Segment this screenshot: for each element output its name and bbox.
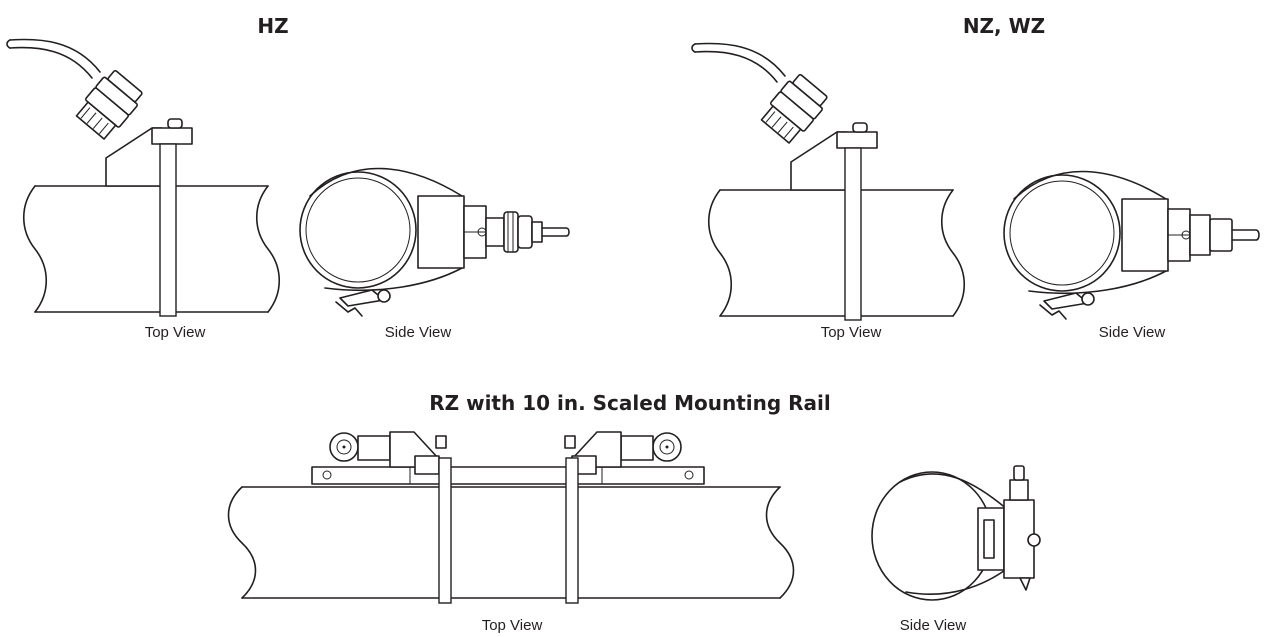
heading-nz-wz: NZ, WZ bbox=[963, 14, 1045, 38]
nz-wz-side-view-drawing bbox=[1003, 170, 1260, 320]
rz-side-view-drawing bbox=[871, 465, 1041, 601]
rz-top-view-drawing bbox=[227, 431, 795, 604]
hz-side-view-drawing bbox=[299, 167, 570, 317]
caption-nz-side: Side View bbox=[1099, 324, 1166, 341]
heading-hz: HZ bbox=[257, 14, 288, 38]
heading-rz: RZ with 10 in. Scaled Mounting Rail bbox=[429, 391, 831, 415]
caption-rz-side: Side View bbox=[900, 617, 967, 634]
caption-nz-top: Top View bbox=[821, 324, 882, 341]
caption-hz-top: Top View bbox=[145, 324, 206, 341]
nz-wz-top-view-drawing bbox=[691, 42, 966, 321]
caption-rz-top: Top View bbox=[482, 617, 543, 634]
caption-hz-side: Side View bbox=[385, 324, 452, 341]
hz-top-view-drawing bbox=[6, 38, 281, 317]
